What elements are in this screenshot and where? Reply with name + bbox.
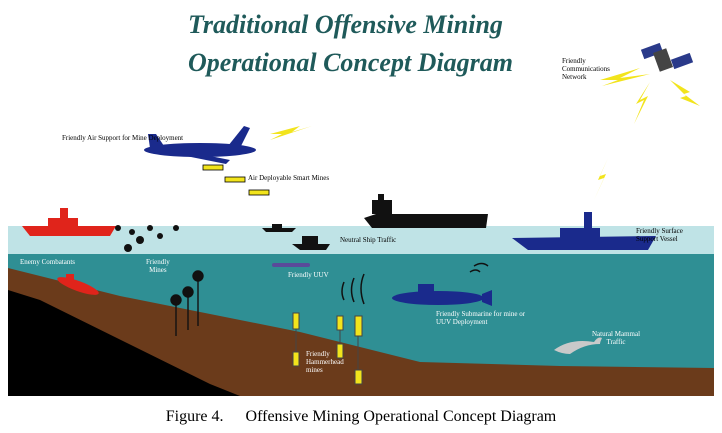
figure-caption-text: Offensive Mining Operational Concept Dia…	[245, 408, 557, 425]
label-neutral-ship: Neutral Ship Traffic	[340, 236, 397, 244]
moored-mines	[170, 270, 204, 336]
figure-caption: Figure 4. Offensive Mining Operational Co…	[0, 408, 722, 426]
comms-bolt-icon	[594, 158, 608, 200]
diagram-title-line1: Traditional Offensive Mining	[188, 10, 503, 39]
label-submarine: Friendly Submarine for mine or UUV Deplo…	[436, 310, 526, 326]
cliff-shadow	[8, 290, 240, 396]
figure-number: Figure 4.	[165, 408, 224, 425]
friendly-submarine-icon	[392, 284, 492, 306]
air-mine-icon	[224, 176, 246, 183]
label-air-mines: Air Deployable Smart Mines	[248, 174, 330, 182]
diagram-title-line2: Operational Concept Diagram	[188, 48, 514, 77]
uuv-icon	[272, 263, 310, 267]
hammerhead-mines	[292, 312, 363, 385]
tanker-icon	[364, 194, 488, 228]
comms-bolt-icon	[634, 82, 650, 124]
label-uuv: Friendly UUV	[288, 271, 329, 279]
neutral-boat-icon	[292, 236, 330, 250]
aircraft-icon	[144, 126, 256, 164]
enemy-ship-icon	[22, 208, 116, 236]
dolphin-icon	[554, 337, 602, 354]
friendly-warship-icon	[512, 212, 656, 250]
air-mine-icon	[202, 164, 224, 171]
seabed	[8, 268, 714, 396]
comms-bolt-icon	[600, 68, 650, 86]
air-mine-icon	[248, 189, 270, 196]
label-air-support: Friendly Air Support for Mine Deployment	[62, 134, 184, 142]
label-surface-vessel: Friendly Surface Support Vessel	[636, 227, 683, 243]
label-enemy: Enemy Combatants	[20, 258, 76, 266]
small-boat-icon	[262, 224, 296, 232]
satellite-icon	[640, 42, 694, 72]
label-comms-network: Friendly Communications Network	[562, 57, 610, 81]
sonar-arcs	[341, 262, 489, 305]
enemy-submarine-icon	[57, 274, 99, 295]
label-friendly-mines: Friendly Mines	[146, 258, 170, 274]
comms-bolt-icon	[270, 126, 312, 140]
label-mammal: Natural Mammal Traffic	[592, 330, 641, 346]
surface-mines	[115, 225, 179, 252]
label-hammerhead: Friendly Hammerhead mines	[306, 350, 344, 374]
comms-bolt-icon	[670, 80, 700, 106]
